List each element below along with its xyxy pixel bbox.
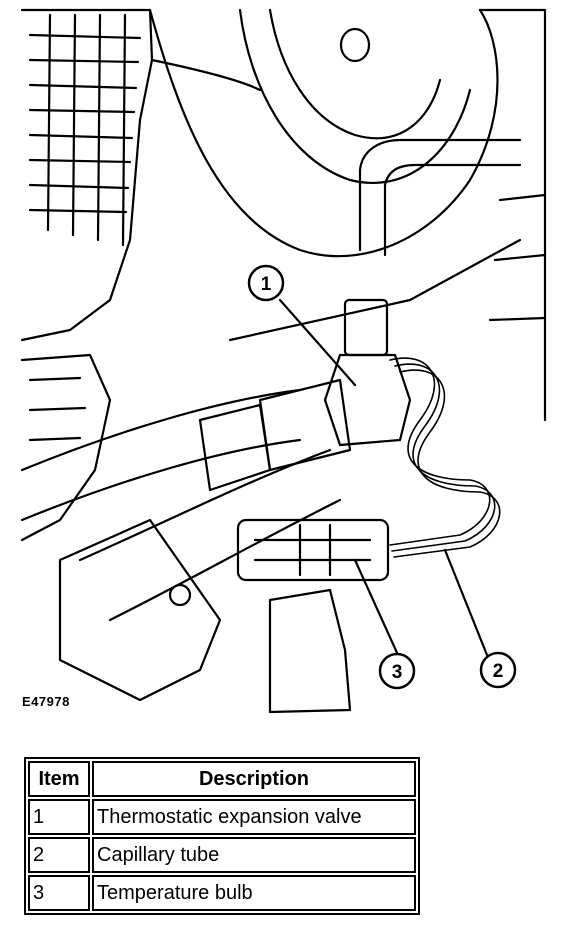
table-row: 1 Thermostatic expansion valve xyxy=(28,799,416,835)
leader-line-3 xyxy=(353,558,400,657)
leader-line-2 xyxy=(443,548,489,657)
legend-item-number: 3 xyxy=(28,875,90,911)
legend-table: Item Description 1 Thermostatic expansio… xyxy=(24,757,420,915)
svg-text:3: 3 xyxy=(392,662,403,683)
legend-item-number: 1 xyxy=(28,799,90,835)
callout-3: 3 xyxy=(378,652,416,690)
lower-bracket xyxy=(58,518,352,714)
legend-item-description: Thermostatic expansion valve xyxy=(92,799,416,835)
legend-header-description: Description xyxy=(92,761,416,797)
component-illustration: 1 2 3 xyxy=(20,8,547,714)
legend-item-description: Capillary tube xyxy=(92,837,416,873)
temperature-bulb-shape xyxy=(236,518,390,582)
blower-housing xyxy=(148,8,547,422)
figure-reference-code: E47978 xyxy=(22,694,70,709)
refrigerant-pipes xyxy=(20,138,522,622)
expansion-valve-body xyxy=(198,298,412,492)
capillary-tube-shape xyxy=(389,357,501,558)
legend-item-description: Temperature bulb xyxy=(92,875,416,911)
legend-item-number: 2 xyxy=(28,837,90,873)
svg-text:2: 2 xyxy=(493,661,504,682)
legend-header-item: Item xyxy=(28,761,90,797)
callout-2: 2 xyxy=(479,651,517,689)
table-row: 3 Temperature bulb xyxy=(28,875,416,911)
leader-line-1 xyxy=(278,298,357,387)
callout-1: 1 xyxy=(247,264,285,302)
table-row: 2 Capillary tube xyxy=(28,837,416,873)
svg-text:1: 1 xyxy=(261,274,272,295)
left-grille-housing xyxy=(20,8,154,542)
legend-header-row: Item Description xyxy=(28,761,416,797)
